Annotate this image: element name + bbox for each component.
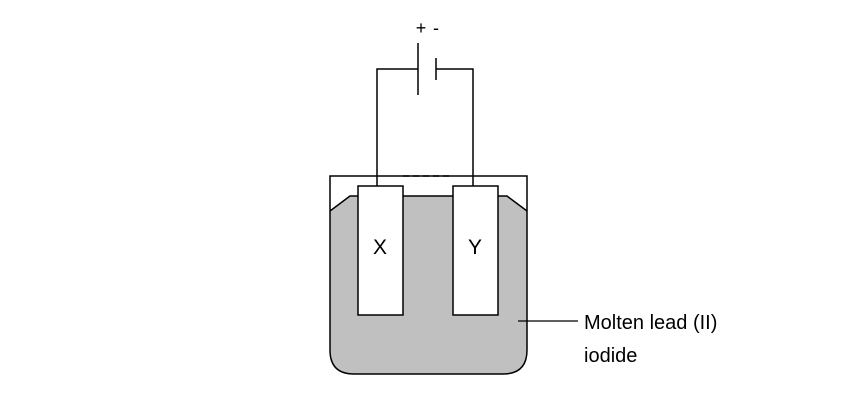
electrode-y [452, 185, 499, 316]
electrode-y-label: Y [468, 236, 482, 259]
beaker [329, 175, 528, 375]
electrolyte-label-line1: Molten lead (II) [584, 312, 717, 334]
electrolyte-label-line2: iodide [584, 345, 637, 367]
circuit-wire [376, 68, 474, 186]
electrode-x-label: X [373, 236, 387, 259]
electrode-x [357, 185, 404, 316]
battery-negative-label: - [433, 18, 439, 38]
battery-positive-label: + [416, 18, 427, 38]
electrolyte-surface [329, 195, 528, 212]
